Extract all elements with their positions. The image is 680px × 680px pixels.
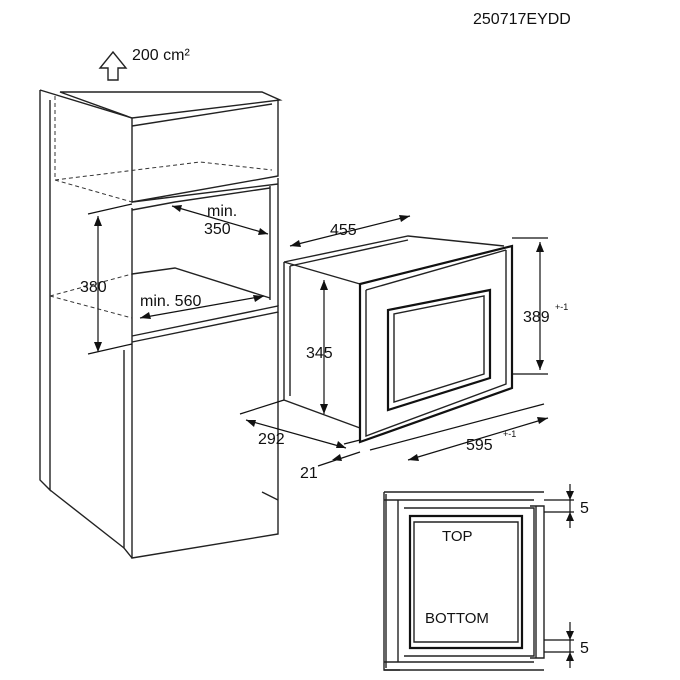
ventilation-label: 200 cm² <box>132 47 190 64</box>
niche-height-dimension <box>87 203 133 355</box>
appliance-depth-dimension <box>289 215 411 247</box>
detail-bottom-label: BOTTOM <box>425 610 489 627</box>
niche-depth-dimension <box>171 205 269 235</box>
appliance-body <box>283 235 514 444</box>
niche-depth-label-min: min. <box>207 203 237 220</box>
appliance-height-tolerance: +-1 <box>555 302 568 312</box>
drawing-code: 250717EYDD <box>473 11 571 28</box>
front-height-label: 345 <box>306 345 333 362</box>
niche-width-dimension <box>139 295 265 319</box>
top-gap-label: 5 <box>580 500 589 517</box>
detail-top-label: TOP <box>442 528 473 545</box>
appliance-width-dimension <box>369 403 549 461</box>
appliance-depth-label: 455 <box>330 222 357 239</box>
niche-width-label: min. 560 <box>140 293 201 310</box>
appliance-width-label: 595 <box>466 437 493 454</box>
bottom-gap-dimension <box>544 622 574 668</box>
niche-height-label: 380 <box>80 279 107 296</box>
appliance-height-label: 389 <box>523 309 550 326</box>
top-gap-dimension <box>544 484 574 528</box>
niche-depth-label-value: 350 <box>204 221 231 238</box>
cabinet <box>39 89 283 559</box>
bottom-gap-label: 5 <box>580 640 589 657</box>
gap-detail-view <box>383 491 545 671</box>
frame-offset-dimension <box>317 439 361 467</box>
side-depth-dimension <box>239 399 347 449</box>
appliance-width-tolerance: +-1 <box>503 429 516 439</box>
appliance-height-dimension <box>512 237 548 375</box>
side-depth-label: 292 <box>258 431 285 448</box>
front-height-dimension <box>320 280 328 414</box>
frame-offset-label: 21 <box>300 465 318 482</box>
ventilation-arrow-icon <box>98 50 128 81</box>
